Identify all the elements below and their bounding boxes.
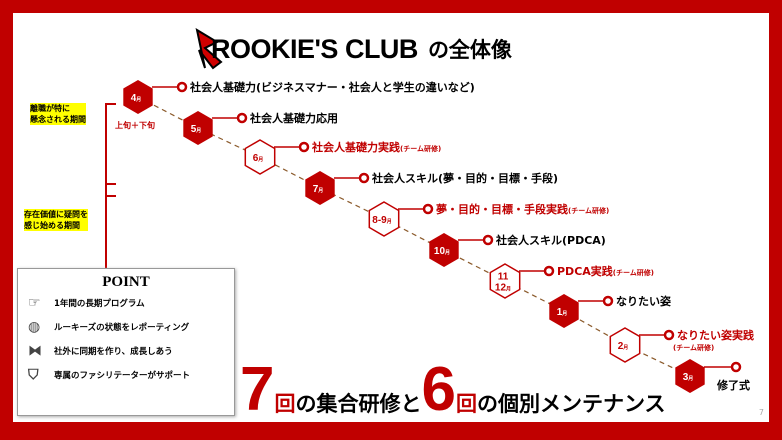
period-bracket-1 — [105, 103, 116, 197]
month-label: 10月 — [434, 246, 450, 257]
month-label: 5月 — [191, 124, 202, 135]
summary-text-2: の個別メンテナンス — [476, 392, 666, 416]
april-note: 上旬＋下旬 — [115, 121, 155, 130]
point-item: ◍ルーキーズの状態をレポーティング — [28, 319, 190, 335]
pointing-hand-icon: ☞ — [28, 295, 41, 311]
month-hexagon — [305, 171, 335, 205]
milestone-dot — [543, 265, 555, 277]
logo-r-icon — [195, 28, 223, 70]
milestone-dot — [730, 361, 742, 373]
milestone-dot — [236, 112, 248, 124]
month-hexagon — [123, 80, 153, 114]
milestone-label: 社会人スキル(夢・目的・目標・手段) — [372, 170, 558, 186]
point-item: ☞1年間の長期プログラム — [28, 295, 145, 311]
milestone-label: PDCA実践(チーム研修) — [557, 263, 654, 279]
month-hexagon — [429, 233, 459, 267]
month-label: 6月 — [253, 153, 264, 164]
period-label-2: 存在価値に疑問を 感じ始める期間 — [24, 209, 88, 231]
milestone-text: 社会人基礎力実践 — [312, 141, 400, 154]
milestone-label: なりたい姿 — [616, 293, 671, 309]
milestone-dot — [663, 329, 675, 341]
milestone-subtext: (チーム研修) — [673, 344, 715, 352]
beginner-mark-icon: ⛉ — [28, 367, 39, 383]
milestone-label: 社会人スキル(PDCA) — [496, 232, 606, 248]
summary-unit-1: 回 — [274, 392, 296, 416]
summary-line: 7 回 の集合研修と 6 回 の個別メンテナンス — [240, 355, 666, 424]
milestone-label: 夢・目的・目標・手段実践(チーム研修) — [436, 201, 609, 217]
milestone-text: 社会人スキル(夢・目的・目標・手段) — [372, 172, 559, 185]
milestone-text: 社会人基礎力応用 — [250, 112, 338, 125]
milestone-subtext: (チーム研修) — [568, 207, 610, 215]
milestone-text: 修了式 — [717, 379, 750, 392]
ribbon-icon: ⧓ — [28, 343, 42, 359]
slide-title: ROOKIE'S CLUB の全体像 — [195, 28, 512, 70]
page-number: 7 — [758, 408, 764, 417]
month-hexagon — [549, 294, 579, 328]
month-hexagon — [609, 327, 641, 363]
month-label: 11 — [498, 272, 509, 283]
milestone-label: 社会人基礎力応用 — [250, 110, 338, 126]
month-label: 12月 — [495, 283, 511, 294]
point-item: ⧓社外に同期を作り、成長しあう — [28, 343, 173, 359]
milestone-text: 夢・目的・目標・手段実践 — [436, 203, 568, 216]
period-label-1: 離職が特に 懸念される期間 — [30, 103, 86, 125]
milestone-dot — [422, 203, 434, 215]
milestone-text: なりたい姿実践 — [677, 329, 754, 342]
milestone-subtext: (チーム研修) — [400, 145, 442, 153]
point-box: POINT ☞1年間の長期プログラム ◍ルーキーズの状態をレポーティング ⧓社外… — [17, 268, 235, 416]
milestone-label: 社会人基礎力(ビジネスマナー・社会人と学生の違いなど) — [190, 79, 475, 95]
milestone-dot — [176, 81, 188, 93]
milestone-subtext: (チーム研修) — [612, 269, 654, 277]
month-label: 3月 — [683, 372, 694, 383]
summary-unit-2: 回 — [455, 392, 477, 416]
milestone-text: 社会人スキル(PDCA) — [496, 234, 606, 247]
month-label: 8-9月 — [372, 215, 391, 226]
milestone-dot — [358, 172, 370, 184]
milestone-dot — [602, 295, 614, 307]
month-hexagon — [675, 359, 705, 393]
milestone-label: 社会人基礎力実践(チーム研修) — [312, 139, 441, 155]
milestone-dot — [482, 234, 494, 246]
month-label: 2月 — [618, 341, 629, 352]
summary-count-2: 6 — [421, 355, 456, 424]
month-hexagon — [244, 139, 276, 175]
milestone-text: 社会人基礎力(ビジネスマナー・社会人と学生の違いなど) — [190, 81, 475, 94]
milestone-label: なりたい姿実践 (チーム研修) — [673, 327, 754, 353]
milestone-dot — [298, 141, 310, 153]
month-hexagon — [183, 111, 213, 145]
point-title: POINT — [102, 274, 150, 290]
point-item: ⛉専属のファシリテーターがサポート — [28, 367, 191, 383]
timeline-path — [137, 96, 691, 377]
month-hexagon — [368, 201, 400, 237]
logo-text: ROOKIE'S CLUB — [211, 33, 418, 64]
month-label: 4月 — [131, 93, 142, 104]
summary-text-1: の集合研修と — [295, 392, 422, 416]
month-label: 1月 — [557, 307, 568, 318]
summary-count-1: 7 — [240, 355, 275, 424]
month-hexagon — [489, 263, 521, 299]
title-suffix: の全体像 — [427, 38, 512, 62]
milestone-label: 修了式 — [717, 377, 750, 393]
milestone-text: PDCA実践 — [557, 265, 613, 278]
month-label: 7月 — [313, 184, 324, 195]
milestone-text: なりたい姿 — [616, 295, 671, 308]
globe-signal-icon: ◍ — [28, 319, 41, 335]
